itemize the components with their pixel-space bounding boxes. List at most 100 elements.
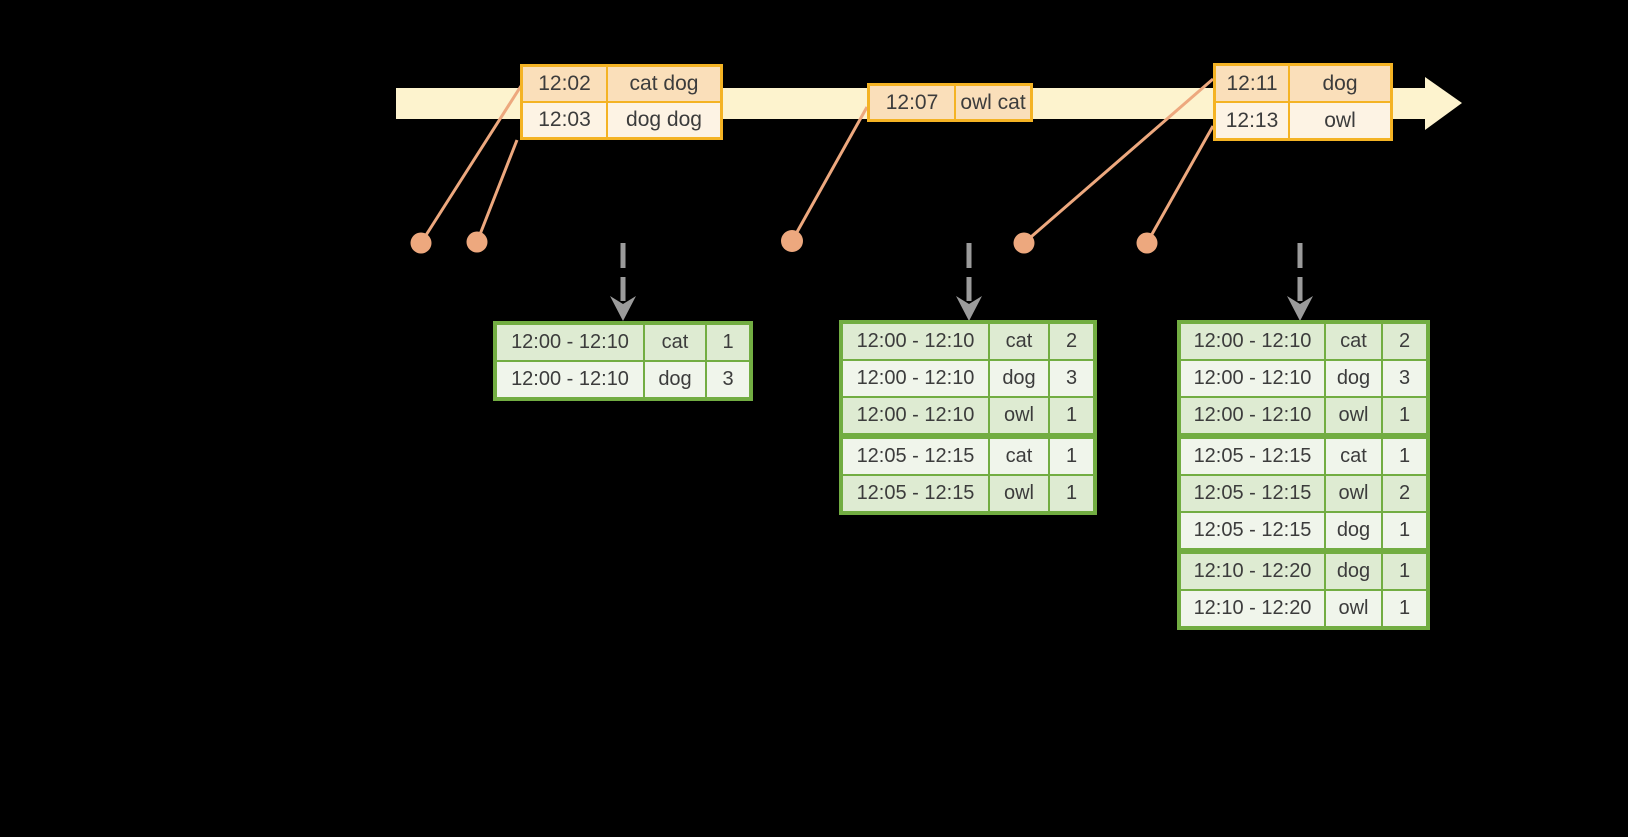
connector-line [1145, 125, 1215, 244]
event-time-cell: 12:11 [1216, 66, 1288, 101]
count-cell: 1 [1048, 439, 1093, 474]
word-cell: cat [1324, 324, 1381, 359]
event-dot [1013, 232, 1035, 254]
event-words-cell: owl cat [954, 86, 1030, 119]
event-dot [466, 231, 488, 253]
window-cell: 12:05 - 12:15 [843, 476, 988, 511]
count-cell: 2 [1381, 476, 1426, 511]
count-cell: 1 [1048, 476, 1093, 511]
word-cell: dog [643, 362, 705, 397]
event-dot [410, 232, 432, 254]
word-cell: owl [1324, 591, 1381, 626]
word-cell: cat [988, 324, 1048, 359]
count-cell: 1 [1048, 398, 1093, 433]
count-cell: 3 [1048, 361, 1093, 396]
window-cell: 12:00 - 12:10 [843, 398, 988, 433]
timeline-arrowhead-icon [1425, 77, 1462, 130]
count-cell: 2 [1381, 324, 1426, 359]
word-cell: dog [1324, 554, 1381, 589]
trigger-arrowheads [610, 296, 1313, 321]
window-cell: 12:05 - 12:15 [1181, 439, 1324, 474]
event-words-cell: owl [1288, 103, 1390, 138]
window-cell: 12:05 - 12:15 [843, 439, 988, 474]
word-cell: owl [988, 476, 1048, 511]
down-arrowhead-icon [1287, 296, 1313, 321]
event-dot [1136, 232, 1158, 254]
word-cell: dog [988, 361, 1048, 396]
event-words-cell: cat dog [606, 67, 720, 101]
count-cell: 3 [1381, 361, 1426, 396]
window-cell: 12:10 - 12:20 [1181, 591, 1324, 626]
event-dots [410, 230, 1158, 254]
word-cell: cat [1324, 439, 1381, 474]
trigger-arrow-lines [620, 243, 1303, 301]
window-cell: 12:05 - 12:15 [1181, 513, 1324, 548]
down-arrowhead-icon [610, 296, 636, 321]
down-arrowhead-icon [956, 296, 982, 321]
count-cell: 1 [705, 325, 749, 360]
connector-line [790, 106, 869, 242]
count-cell: 3 [705, 362, 749, 397]
count-cell: 1 [1381, 591, 1426, 626]
window-cell: 12:00 - 12:10 [843, 361, 988, 396]
word-cell: dog [1324, 513, 1381, 548]
word-cell: dog [1324, 361, 1381, 396]
word-cell: cat [988, 439, 1048, 474]
count-cell: 1 [1381, 513, 1426, 548]
word-cell: cat [643, 325, 705, 360]
event-dot [781, 230, 803, 252]
event-time-cell: 12:03 [523, 103, 606, 137]
count-cell: 1 [1381, 439, 1426, 474]
word-cell: owl [988, 398, 1048, 433]
event-time-cell: 12:07 [870, 86, 954, 119]
connector-line [1023, 77, 1214, 245]
connector-line [419, 85, 523, 244]
word-cell: owl [1324, 476, 1381, 511]
event-time-cell: 12:02 [523, 67, 606, 101]
count-cell: 1 [1381, 398, 1426, 433]
window-cell: 12:00 - 12:10 [1181, 398, 1324, 433]
window-cell: 12:00 - 12:10 [843, 324, 988, 359]
window-cell: 12:00 - 12:10 [1181, 324, 1324, 359]
window-cell: 12:10 - 12:20 [1181, 554, 1324, 589]
window-cell: 12:05 - 12:15 [1181, 476, 1324, 511]
count-cell: 1 [1381, 554, 1426, 589]
event-time-cell: 12:13 [1216, 103, 1288, 138]
count-cell: 2 [1048, 324, 1093, 359]
connector-line [475, 139, 519, 243]
word-cell: owl [1324, 398, 1381, 433]
window-cell: 12:00 - 12:10 [497, 362, 643, 397]
